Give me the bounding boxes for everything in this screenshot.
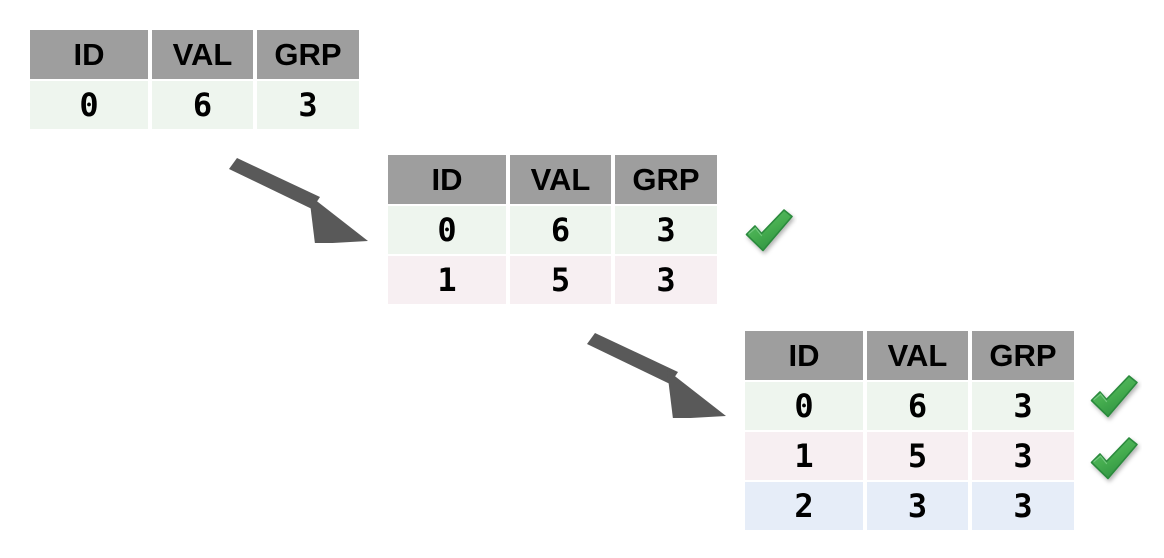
- table-row: 1 5 3: [388, 256, 717, 304]
- green-check-icon: [1090, 437, 1138, 480]
- cell-id: 1: [388, 256, 506, 304]
- cell-grp: 3: [972, 382, 1074, 430]
- cell-grp: 3: [972, 432, 1074, 480]
- cell-val: 5: [510, 256, 611, 304]
- arrow-table1-to-table2: [225, 158, 375, 247]
- cell-id: 1: [745, 432, 863, 480]
- cell-id: 0: [745, 382, 863, 430]
- arrow-down-right-icon: [229, 158, 368, 244]
- table-1: ID VAL GRP 0 6 3: [26, 28, 363, 131]
- column-header-id: ID: [745, 331, 863, 380]
- cell-grp: 3: [615, 256, 717, 304]
- cell-val: 6: [510, 206, 611, 254]
- table-2: ID VAL GRP 0 6 3 1 5 3: [384, 153, 721, 306]
- cell-val: 6: [152, 81, 253, 129]
- cell-val: 3: [867, 482, 968, 530]
- column-header-grp: GRP: [972, 331, 1074, 380]
- column-header-val: VAL: [867, 331, 968, 380]
- cell-grp: 3: [257, 81, 359, 129]
- cell-id: 0: [30, 81, 148, 129]
- cell-id: 2: [745, 482, 863, 530]
- column-header-id: ID: [30, 30, 148, 79]
- check-table2-row0: [741, 206, 797, 258]
- cell-id: 0: [388, 206, 506, 254]
- cell-val: 6: [867, 382, 968, 430]
- column-header-val: VAL: [152, 30, 253, 79]
- cell-grp: 3: [972, 482, 1074, 530]
- table-header-row: ID VAL GRP: [745, 331, 1074, 380]
- table-header-row: ID VAL GRP: [30, 30, 359, 79]
- table-row: 2 3 3: [745, 482, 1074, 530]
- table-row: 0 6 3: [388, 206, 717, 254]
- column-header-grp: GRP: [615, 155, 717, 204]
- arrow-table2-to-table3: [583, 333, 733, 422]
- cell-grp: 3: [615, 206, 717, 254]
- check-table3-row1: [1086, 434, 1142, 486]
- green-check-icon: [1090, 375, 1138, 418]
- column-header-id: ID: [388, 155, 506, 204]
- cell-val: 5: [867, 432, 968, 480]
- table-3: ID VAL GRP 0 6 3 1 5 3 2 3 3: [741, 329, 1078, 532]
- column-header-val: VAL: [510, 155, 611, 204]
- table-row: 0 6 3: [30, 81, 359, 129]
- column-header-grp: GRP: [257, 30, 359, 79]
- table-header-row: ID VAL GRP: [388, 155, 717, 204]
- table-row: 0 6 3: [745, 382, 1074, 430]
- table-row: 1 5 3: [745, 432, 1074, 480]
- check-table3-row0: [1086, 372, 1142, 424]
- green-check-icon: [745, 209, 793, 252]
- arrow-down-right-icon: [587, 333, 726, 419]
